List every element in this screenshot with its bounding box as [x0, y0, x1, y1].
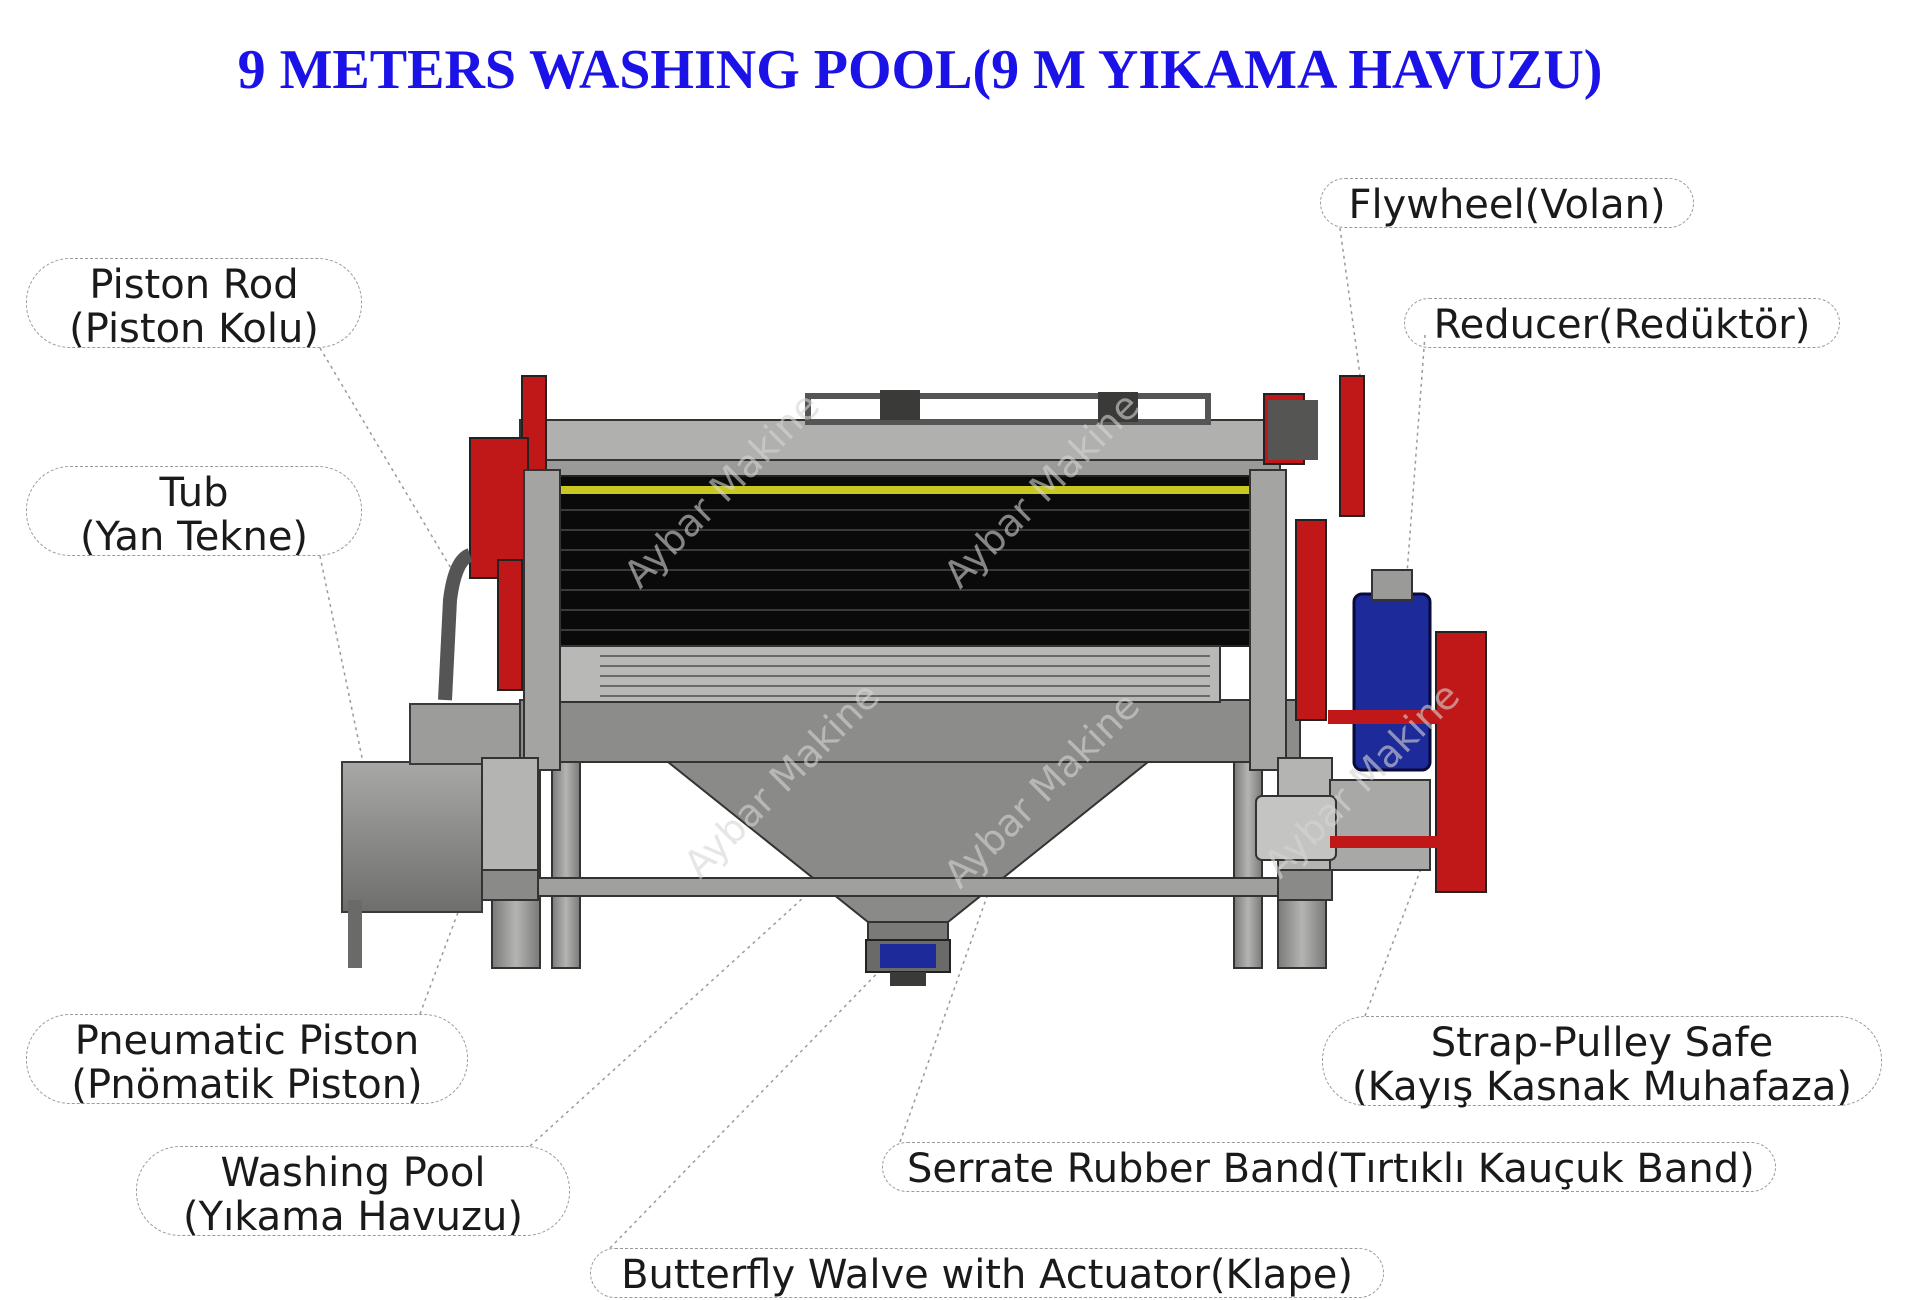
left-side-frame — [438, 375, 561, 901]
drum-housing — [519, 390, 1301, 477]
callout-serrate-rubber-band-text: Serrate Rubber Band(Tırtıklı Kauçuk Band… — [907, 1146, 1755, 1192]
callout-flywheel-text: Flywheel(Volan) — [1348, 182, 1666, 228]
right-side-frame — [1249, 375, 1365, 901]
callout-tub: Tub (Yan Tekne) — [26, 466, 362, 560]
leader-butterfly — [609, 959, 891, 1249]
butterfly-valve — [865, 939, 951, 986]
slatted-screen — [559, 645, 1221, 703]
callout-pneumatic-piston-tr: (Pnömatik Piston) — [71, 1062, 423, 1108]
leader-reducer — [1404, 334, 1426, 601]
callout-flywheel: Flywheel(Volan) — [1320, 178, 1694, 228]
leader-strap — [1364, 844, 1431, 1017]
callout-strap-pulley-safe-en: Strap-Pulley Safe — [1430, 1020, 1774, 1066]
callout-washing-pool-en: Washing Pool — [220, 1150, 486, 1196]
callout-piston-rod-en: Piston Rod — [89, 262, 299, 308]
callout-tub-en: Tub — [159, 470, 229, 516]
callout-piston-rod: Piston Rod (Piston Kolu) — [26, 258, 362, 352]
callout-washing-pool: Washing Pool (Yıkama Havuzu) — [136, 1146, 570, 1240]
callout-washing-pool-tr: (Yıkama Havuzu) — [183, 1194, 523, 1240]
diagram-title: 9 METERS WASHING POOL(9 M YIKAMA HAVUZU) — [237, 39, 1603, 101]
callout-serrate-rubber-band: Serrate Rubber Band(Tırtıklı Kauçuk Band… — [882, 1142, 1776, 1192]
callout-strap-pulley-safe: Strap-Pulley Safe (Kayış Kasnak Muhafaza… — [1322, 1016, 1882, 1110]
callout-reducer: Reducer(Redüktör) — [1404, 298, 1840, 348]
drive-assembly — [1255, 569, 1487, 893]
callout-pneumatic-piston: Pneumatic Piston (Pnömatik Piston) — [26, 1014, 468, 1108]
callout-strap-pulley-safe-tr: (Kayış Kasnak Muhafaza) — [1351, 1064, 1853, 1110]
callout-butterfly-valve-text: Butterfly Walve with Actuator(Klape) — [621, 1252, 1353, 1298]
callout-tub-tr: (Yan Tekne) — [79, 514, 309, 560]
lower-cross-bar — [519, 877, 1311, 897]
callout-butterfly-valve: Butterfly Walve with Actuator(Klape) — [590, 1248, 1384, 1298]
leader-piston-rod — [319, 347, 456, 576]
leader-flywheel — [1339, 227, 1361, 376]
callout-piston-rod-tr: (Piston Kolu) — [69, 306, 319, 352]
washing-pool-body — [519, 699, 1301, 941]
callout-reducer-text: Reducer(Redüktör) — [1433, 302, 1811, 348]
callout-pneumatic-piston-en: Pneumatic Piston — [74, 1018, 420, 1064]
serrate-rubber-band — [559, 475, 1261, 647]
